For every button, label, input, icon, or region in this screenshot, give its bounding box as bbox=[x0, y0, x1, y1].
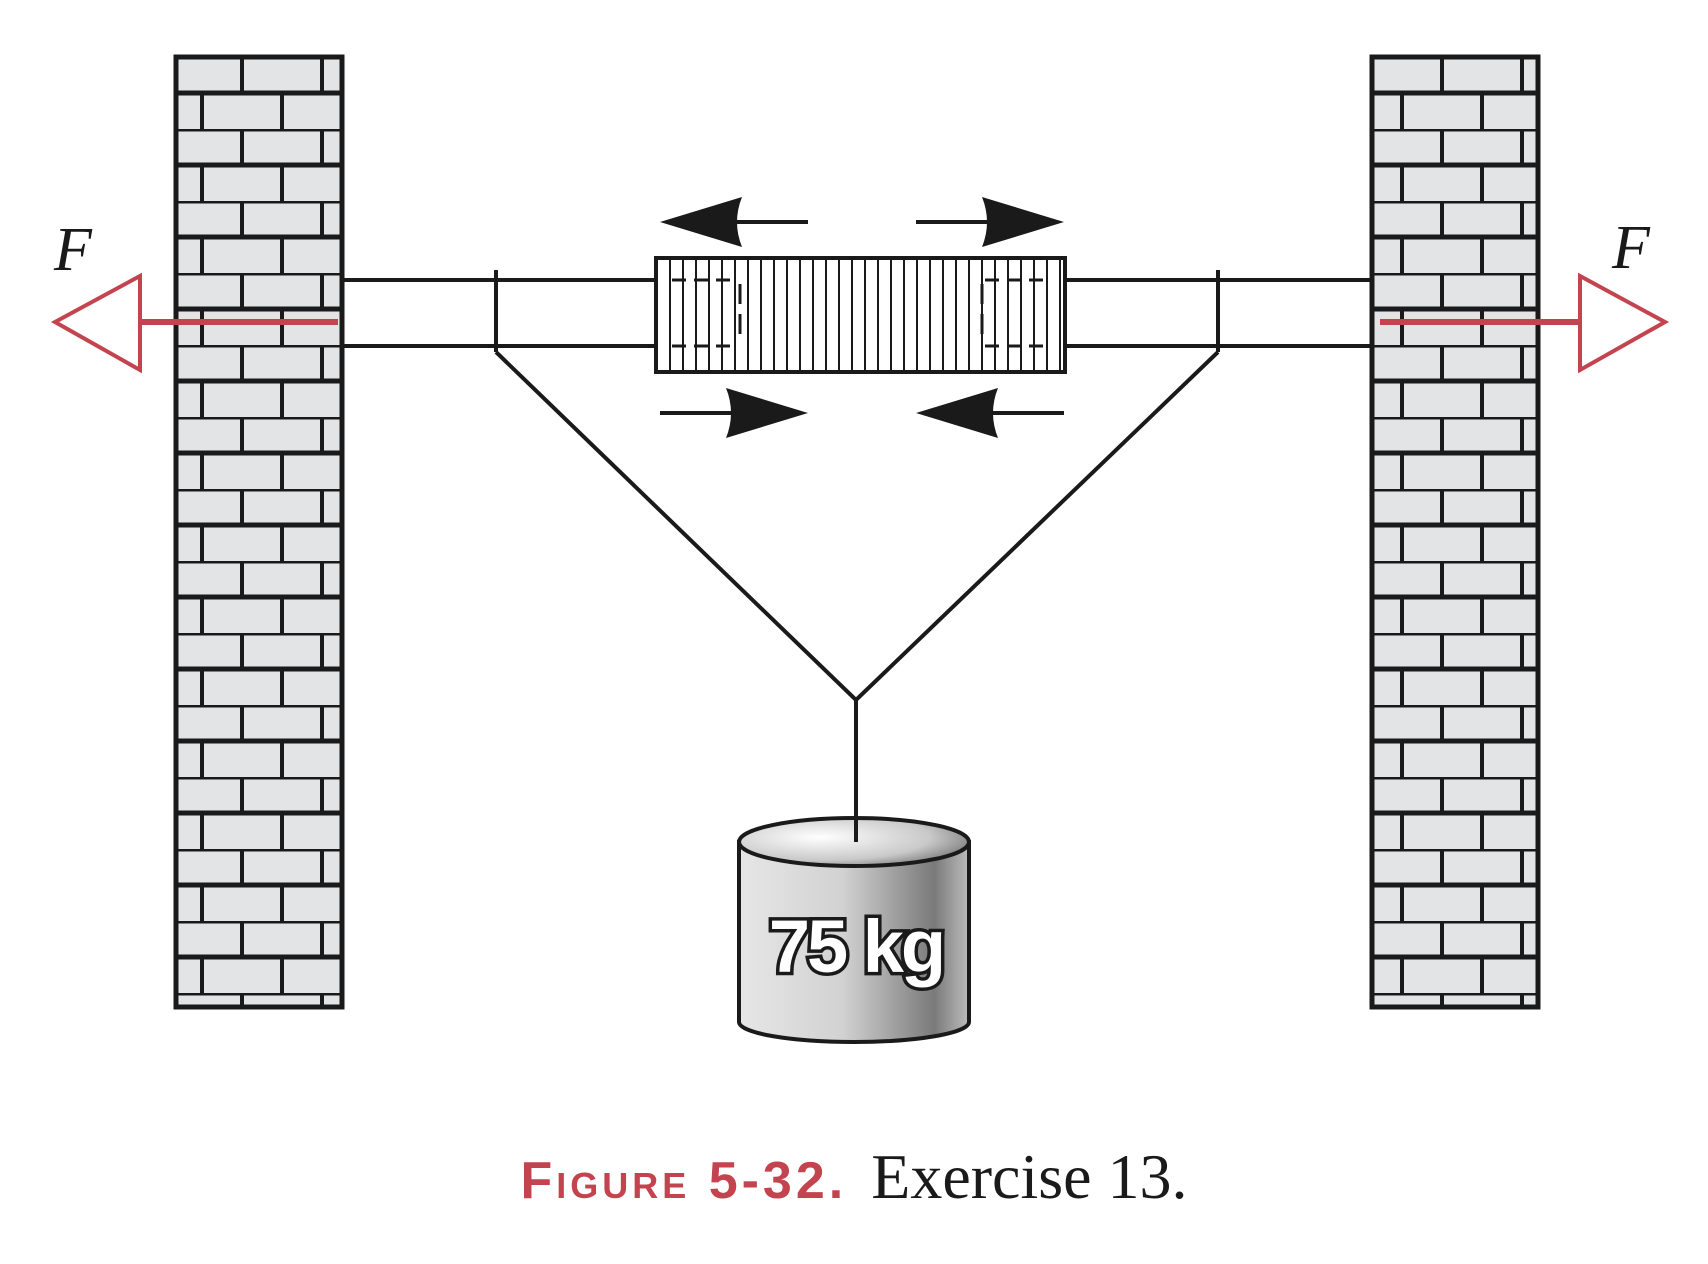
left-rod bbox=[342, 278, 656, 348]
spring-scale bbox=[654, 256, 1067, 374]
left-force-label: F bbox=[53, 216, 93, 284]
mass-bucket bbox=[737, 812, 971, 1044]
v-string bbox=[494, 350, 1220, 703]
right-force-arrow bbox=[1380, 272, 1670, 374]
tension-arrow-top-left bbox=[660, 197, 808, 247]
left-force-arrow bbox=[50, 272, 338, 374]
right-wall bbox=[1369, 54, 1541, 1010]
right-force-label: F bbox=[1611, 214, 1651, 282]
caption-text: Exercise 13. bbox=[871, 1141, 1188, 1212]
figure-caption: Figure 5-32. Exercise 13. bbox=[0, 1140, 1708, 1214]
mass-label: 75 kg bbox=[769, 905, 943, 988]
tension-arrow-bottom-right bbox=[916, 388, 1064, 438]
left-wall bbox=[173, 54, 345, 1010]
caption-figure-number: Figure 5-32. bbox=[520, 1152, 848, 1210]
tension-arrow-bottom-left bbox=[660, 388, 808, 438]
scale-inner-marks bbox=[672, 278, 1049, 348]
tension-arrow-top-right bbox=[916, 197, 1064, 247]
